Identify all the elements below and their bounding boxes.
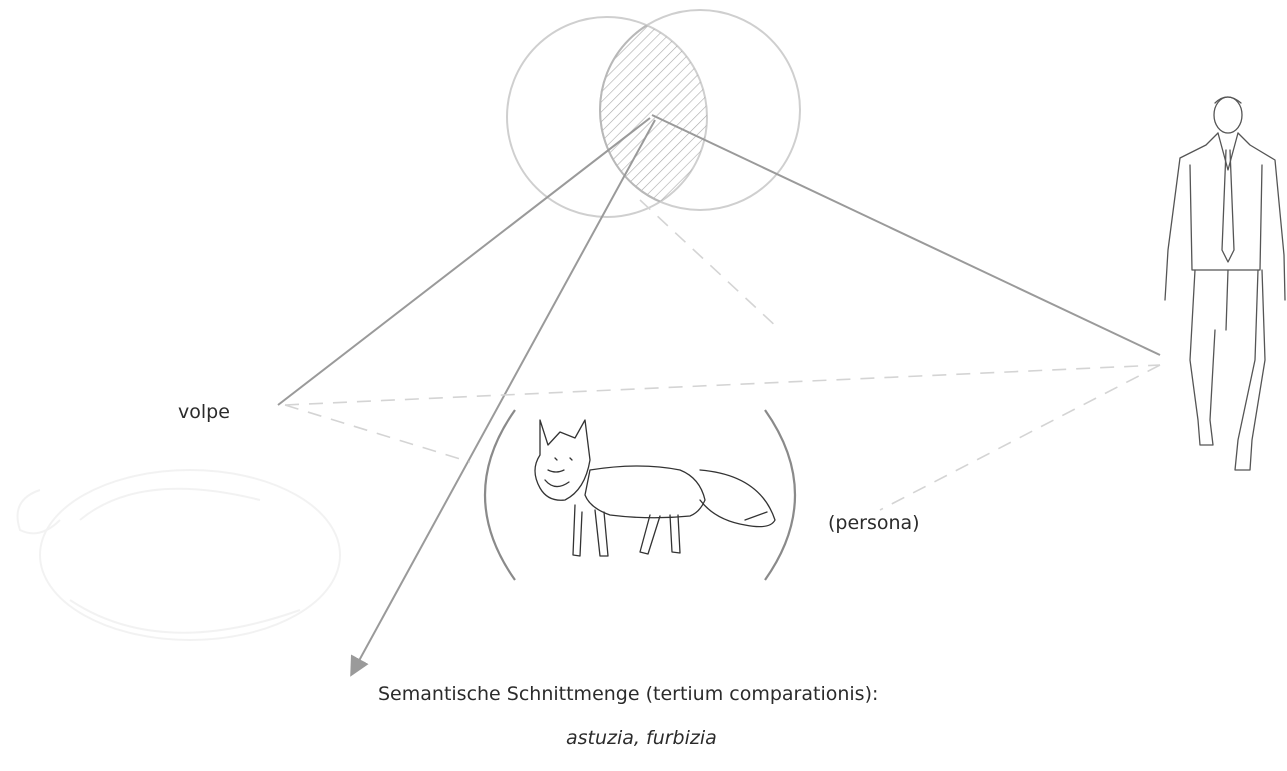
vehicle-label: volpe bbox=[178, 401, 230, 423]
venn-diagram-icon bbox=[506, 9, 801, 218]
tenor-label: (persona) bbox=[828, 512, 920, 534]
tenor-line bbox=[651, 114, 1161, 356]
walking-man-icon bbox=[1164, 96, 1286, 471]
faint-dashed-lines bbox=[284, 199, 1161, 511]
intersection-arrow bbox=[350, 119, 656, 677]
faint-background-sketch-icon bbox=[16, 469, 341, 641]
connector-lines bbox=[277, 114, 1161, 677]
fox-bracket-left-icon bbox=[483, 409, 516, 581]
fox-illustration-icon bbox=[534, 419, 776, 557]
fox-bracket-right-icon bbox=[764, 409, 797, 581]
intersection-terms: astuzia, furbizia bbox=[566, 727, 717, 749]
intersection-heading: Semantische Schnittmenge (tertium compar… bbox=[378, 683, 879, 705]
vehicle-line bbox=[277, 117, 651, 406]
